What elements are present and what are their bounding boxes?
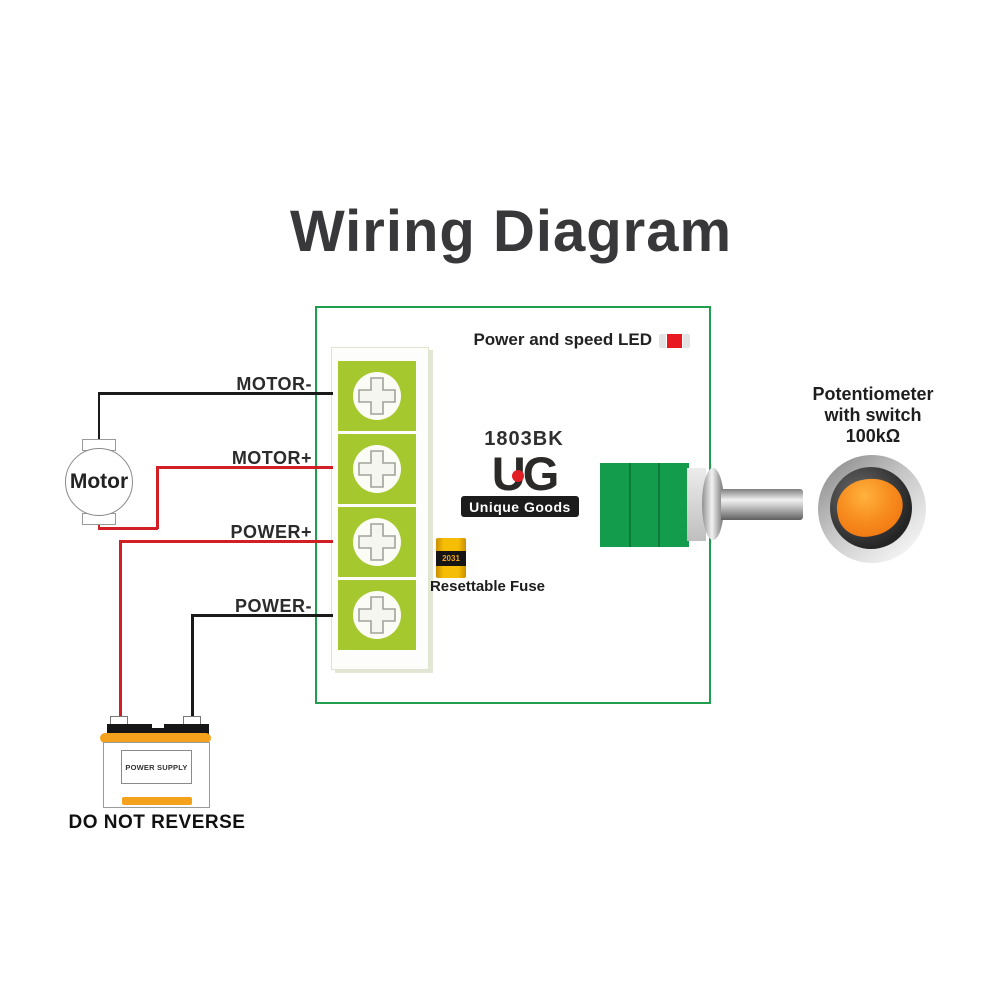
knob-orange-cap	[832, 473, 908, 542]
led-icon	[659, 334, 690, 348]
potentiometer-bushing	[687, 468, 706, 541]
label-motor-minus: MOTOR-	[236, 374, 312, 394]
screw-icon	[353, 518, 401, 566]
wire-motor-minus-vertical	[97, 392, 100, 448]
potentiometer-washer	[702, 468, 724, 540]
ug-logo: UG	[491, 447, 560, 500]
pot-body-seam	[629, 463, 631, 547]
screw-icon	[353, 372, 401, 420]
potentiometer-shaft	[721, 489, 803, 520]
wire-power-plus-horizontal	[119, 540, 333, 543]
label-power-plus: POWER+	[230, 522, 312, 542]
wire-motor-plus-bottom	[98, 527, 158, 530]
pot-label-line2: with switch	[824, 405, 922, 425]
wire-motor-plus-horizontal	[156, 466, 333, 469]
fuse-label: Resettable Fuse	[429, 578, 546, 595]
label-motor-plus: MOTOR+	[231, 448, 312, 468]
wire-power-plus-vertical	[119, 540, 122, 718]
motor: Motor	[65, 448, 133, 516]
terminal-cell-power-minus	[338, 580, 416, 650]
battery-top-notch	[152, 724, 164, 728]
knob-inner-ring	[830, 467, 912, 549]
wire-motor-minus-horizontal	[98, 392, 333, 395]
terminal-cell-motor-plus	[338, 434, 416, 504]
terminal-cell-motor-minus	[338, 361, 416, 431]
screw-icon	[353, 445, 401, 493]
label-power-minus: POWER-	[235, 596, 312, 616]
screw-icon	[353, 591, 401, 639]
page-title: Wiring Diagram	[289, 199, 733, 264]
knob	[818, 455, 926, 563]
battery-top	[107, 724, 209, 734]
fuse-code-band: 2031	[436, 551, 466, 566]
resettable-fuse: 2031	[436, 538, 466, 578]
ug-logo-subtext: Unique Goods	[461, 496, 579, 517]
wire-power-minus-horizontal	[191, 614, 333, 617]
potentiometer-body	[600, 463, 689, 547]
pot-body-seam	[658, 463, 660, 547]
do-not-reverse-warning: DO NOT REVERSE	[68, 812, 246, 833]
led-label: Power and speed LED	[473, 330, 652, 349]
terminal-cell-power-plus	[338, 507, 416, 577]
ug-logo-dot-icon	[512, 470, 524, 482]
pot-label-line3: 100kΩ	[845, 426, 901, 446]
potentiometer-label: Potentiometer with switch 100kΩ	[795, 384, 951, 447]
pot-label-line1: Potentiometer	[812, 384, 934, 404]
motor-label: Motor	[69, 470, 129, 493]
terminal-block	[331, 347, 429, 670]
battery-bottom-strip	[122, 797, 192, 805]
model-number: 1803BK	[484, 428, 564, 450]
power-supply-label: POWER SUPPLY	[121, 750, 192, 784]
battery-orange-bar	[100, 733, 211, 743]
wire-motor-plus-vertical	[156, 466, 159, 529]
wire-power-minus-vertical	[191, 614, 194, 718]
